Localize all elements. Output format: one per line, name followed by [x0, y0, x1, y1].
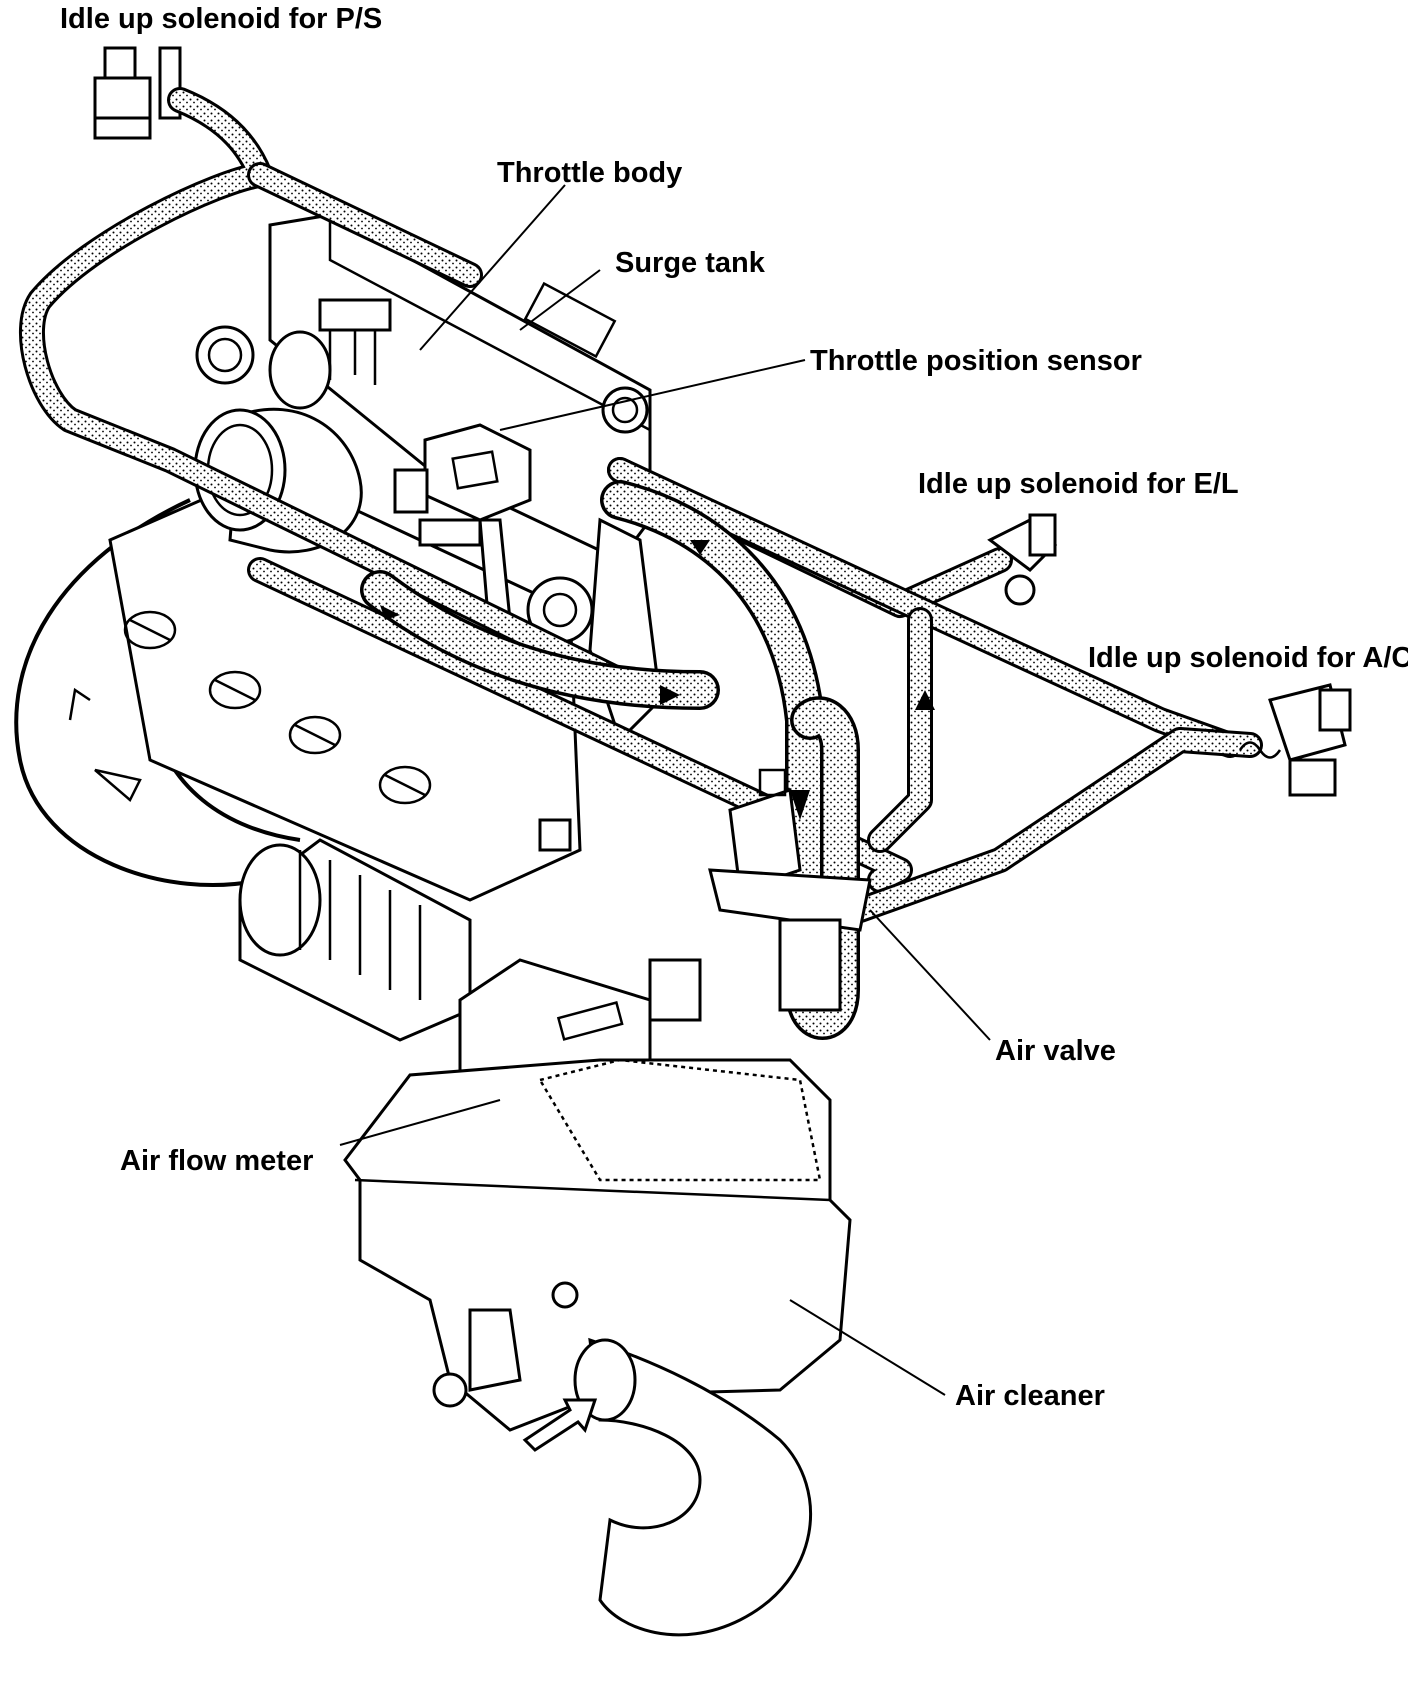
throttle-position-sensor: [393, 423, 532, 547]
intake-manifold: [108, 468, 582, 902]
idle-up-solenoid-el: [987, 513, 1058, 606]
label-surge-tank: Surge tank: [615, 247, 766, 279]
label-idle-up-solenoid-el: Idle up solenoid for E/L: [918, 468, 1239, 500]
flow-arrows: [380, 540, 935, 820]
labels: Idle up solenoid for P/S Throttle body S…: [60, 3, 1408, 1412]
label-throttle-body: Throttle body: [497, 157, 682, 189]
label-air-flow-meter: Air flow meter: [120, 1145, 313, 1177]
idle-up-solenoid-ac: [1238, 683, 1352, 797]
leader-lines: [339, 184, 991, 1396]
idle-up-solenoid-ps: [93, 46, 182, 140]
air-cleaner: [343, 1058, 852, 1432]
air-valve: [708, 768, 872, 1012]
label-air-valve: Air valve: [995, 1035, 1116, 1067]
label-throttle-position-sensor: Throttle position sensor: [810, 345, 1142, 377]
label-idle-up-solenoid-ps: Idle up solenoid for P/S: [60, 3, 382, 35]
label-air-cleaner: Air cleaner: [955, 1380, 1105, 1412]
label-idle-up-solenoid-ac: Idle up solenoid for A/C: [1088, 642, 1408, 674]
air-lines: [19, 87, 1263, 923]
air-cleaner-inlet: [522, 1337, 812, 1637]
